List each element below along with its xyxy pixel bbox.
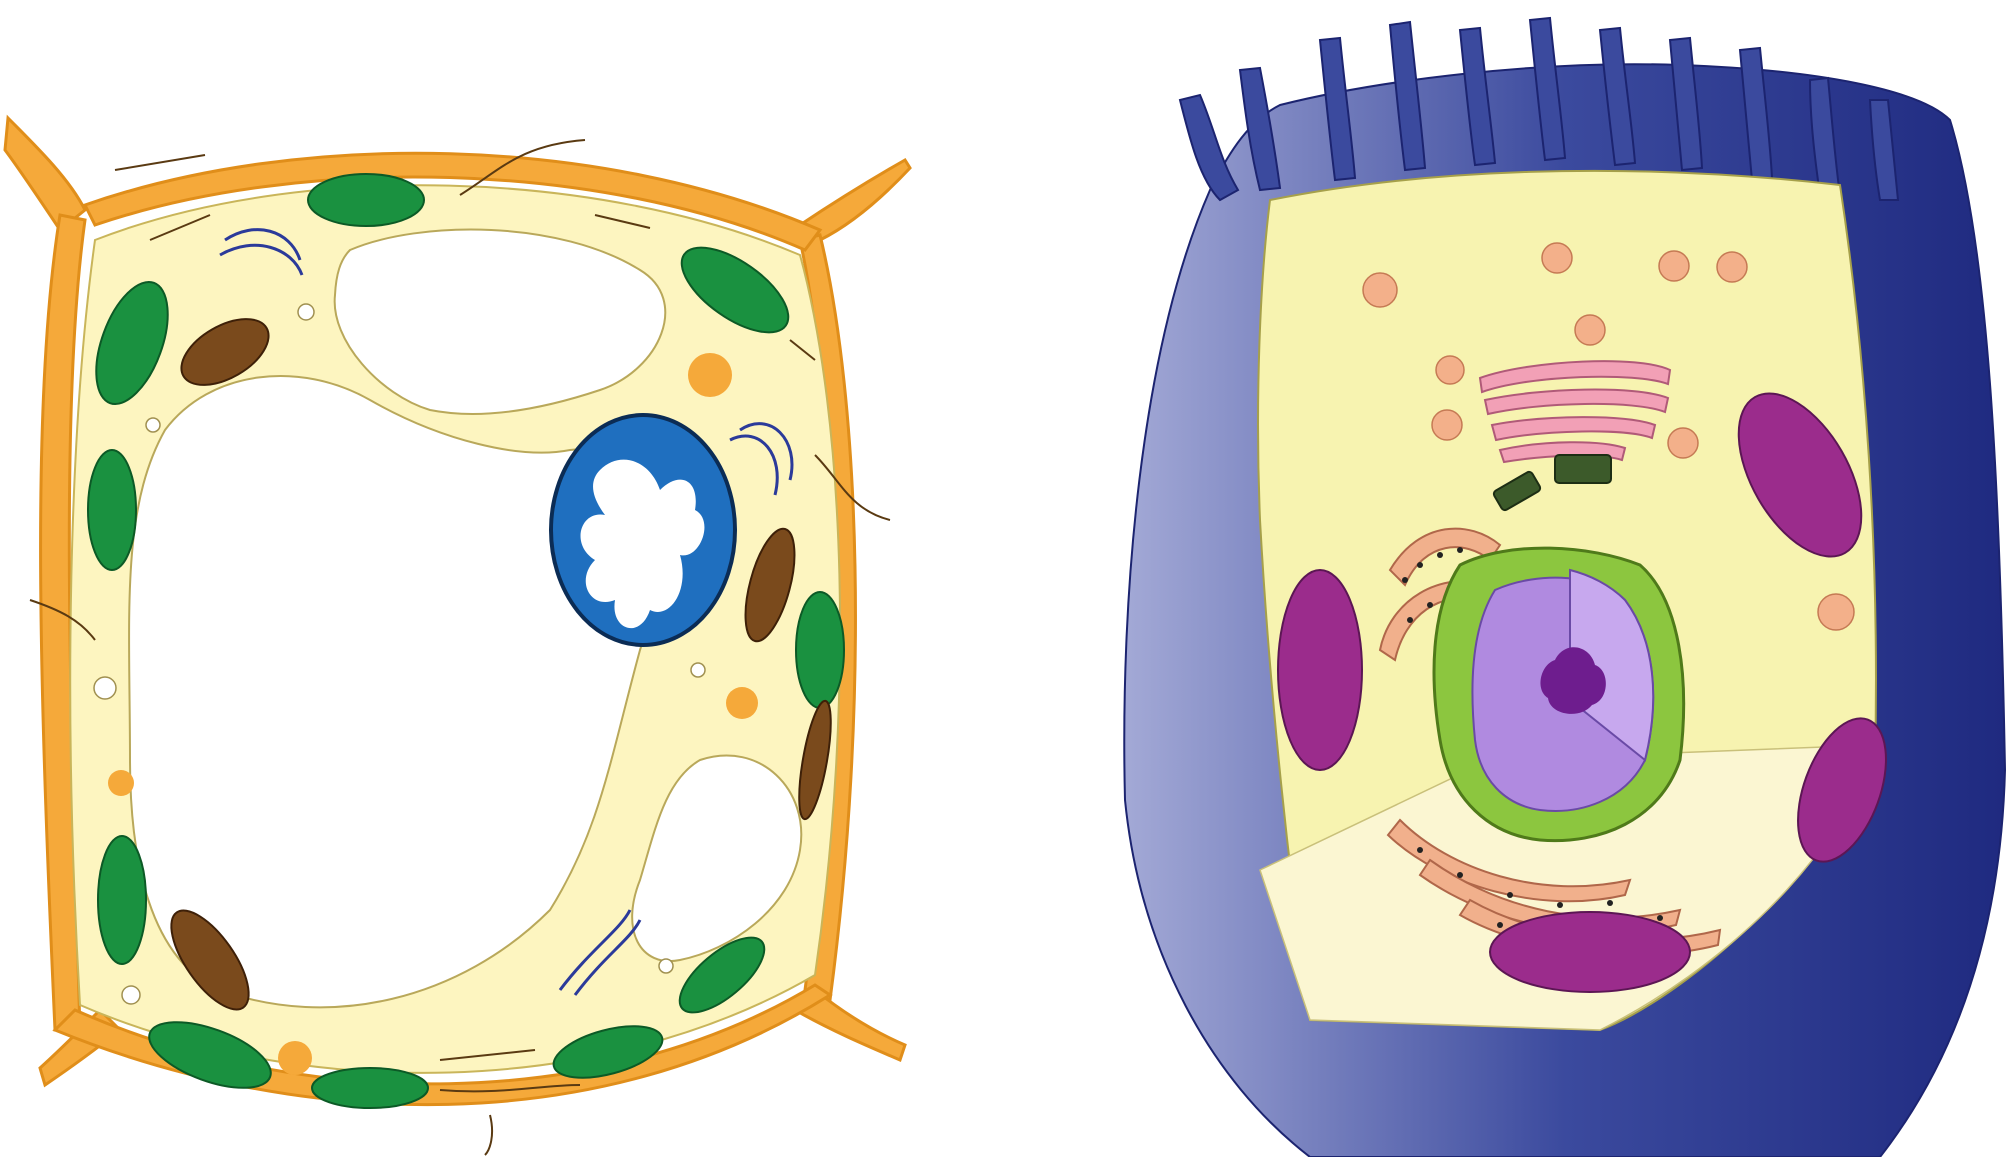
chloroplast	[307, 173, 425, 227]
lysosome	[1667, 427, 1699, 459]
vesicle	[108, 770, 134, 796]
ribosome	[1457, 547, 1463, 553]
ribosome	[1402, 577, 1408, 583]
chloroplast	[552, 1025, 664, 1079]
ribosome	[1417, 562, 1423, 568]
mitochondrion	[1277, 569, 1363, 771]
ribosome	[1607, 900, 1613, 906]
chloroplast	[678, 936, 766, 1014]
lysosome	[1716, 251, 1748, 283]
ribosome	[1557, 902, 1563, 908]
golgi-apparatus	[219, 228, 794, 996]
ribosome	[1497, 922, 1503, 928]
mitochondria	[170, 318, 832, 1011]
chloroplast	[148, 1021, 272, 1089]
chloroplast	[311, 1067, 429, 1109]
ribosome	[1457, 872, 1463, 878]
mitochondria	[1277, 392, 1887, 993]
chloroplast	[95, 280, 169, 406]
lysosome	[1658, 250, 1690, 282]
vesicles	[93, 303, 758, 1075]
plant-cell-diagram	[3, 114, 912, 1156]
nucleus-cut	[1569, 568, 1655, 762]
ribosome	[1427, 602, 1433, 608]
central-vacuole	[128, 375, 657, 1009]
vesicle	[690, 662, 706, 678]
mitochondrion	[170, 909, 250, 1011]
small-vacuole	[631, 754, 803, 963]
vesicle	[93, 676, 117, 700]
lysosome	[1362, 272, 1398, 308]
ribosome	[1417, 847, 1423, 853]
ribosome	[1407, 617, 1413, 623]
mitochondrion	[180, 318, 270, 386]
mitochondrion	[1797, 717, 1887, 863]
ribosome	[1437, 552, 1443, 558]
lysosome	[1817, 593, 1855, 631]
animal-cell-diagram	[1123, 16, 2007, 1157]
vesicle	[121, 985, 141, 1005]
ribosome	[1657, 915, 1663, 921]
chloroplast	[680, 246, 790, 334]
chromatin	[580, 459, 705, 629]
centriole	[1554, 454, 1612, 484]
chloroplast	[87, 449, 137, 571]
mitochondrion	[798, 699, 832, 821]
nucleolus	[1540, 647, 1606, 714]
chloroplast	[97, 835, 147, 965]
small-vacuole	[333, 228, 667, 415]
mitochondrion	[1489, 911, 1691, 993]
lysosome	[1435, 355, 1465, 385]
lysosomes	[1362, 242, 1855, 631]
vesicle	[688, 353, 732, 397]
vesicle	[145, 417, 161, 433]
plasmodesmata	[29, 139, 891, 1156]
vesicle	[726, 687, 758, 719]
lysosome	[1541, 242, 1573, 274]
vesicle	[658, 958, 674, 974]
lysosome	[1574, 314, 1606, 346]
mitochondrion	[744, 527, 796, 643]
centrioles	[1492, 454, 1612, 512]
chloroplast	[795, 591, 845, 709]
chloroplasts	[87, 173, 845, 1109]
ribosome	[1507, 892, 1513, 898]
golgi-apparatus	[1478, 360, 1672, 464]
microvilli	[1178, 16, 1900, 202]
vesicle	[297, 303, 315, 321]
mitochondrion	[1737, 392, 1863, 558]
centriole	[1492, 470, 1542, 512]
lysosome	[1431, 409, 1463, 441]
vesicle	[278, 1041, 312, 1075]
